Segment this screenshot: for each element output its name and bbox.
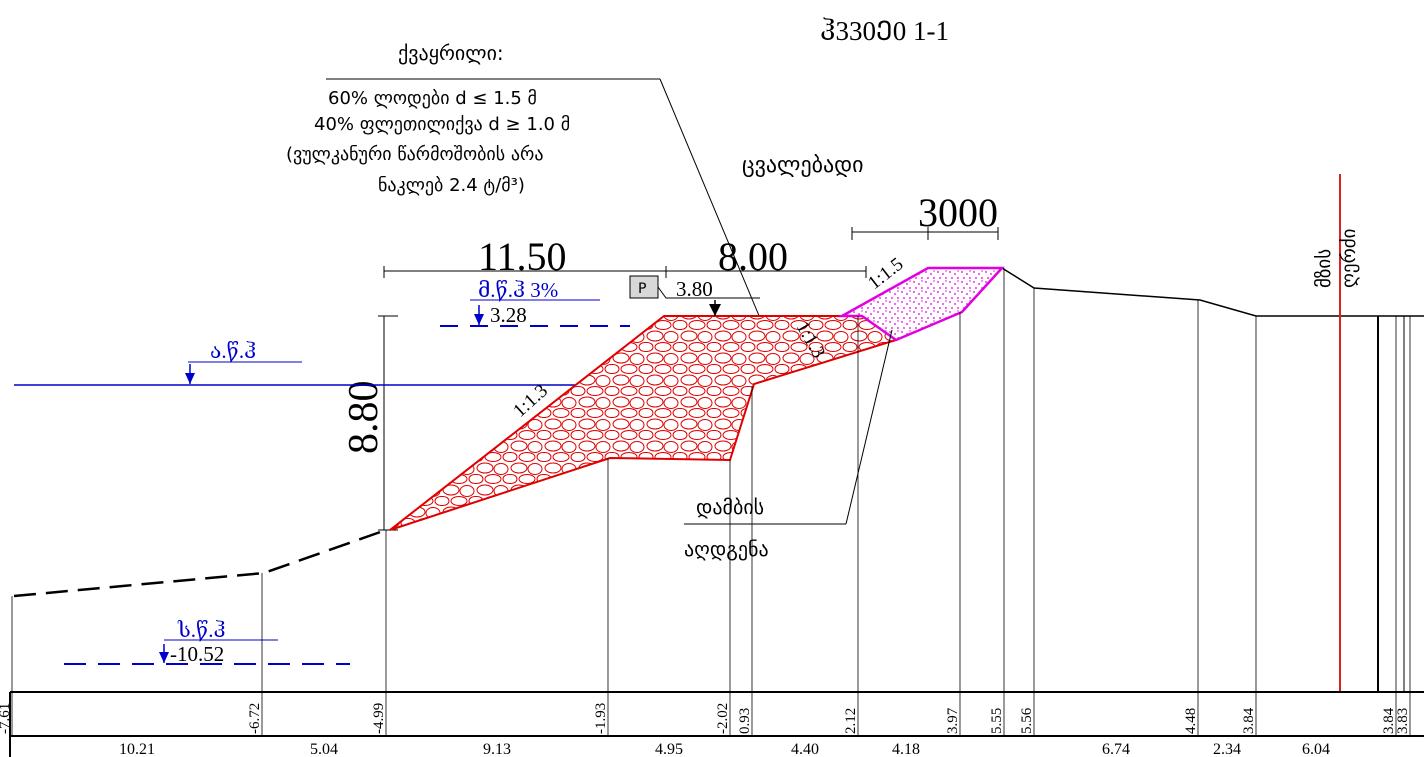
hwl-label: მ.წ.ჰ 3% (478, 278, 558, 302)
elevation-label: 3.97 (945, 707, 961, 734)
low-water-level: ს.წ.ჰ -10.52 (64, 618, 350, 666)
material-line-3: (ვულკანური წარმოშობის არა (286, 144, 543, 165)
section-title: ჰ330Ე0 1-1 (820, 16, 949, 46)
fill-width-dimension: 3000 (851, 190, 999, 240)
elevation-label: 3.83 (1395, 708, 1411, 734)
distance-label: 5.04 (310, 741, 338, 757)
crest-marker: P 3.80 (629, 275, 760, 316)
elevation-label: -1.93 (593, 703, 609, 734)
distance-label: 4.18 (892, 741, 920, 757)
elevation-label: 2.12 (843, 708, 859, 734)
elevation-label: 4.48 (1183, 708, 1199, 734)
ground-profile (13, 267, 1424, 598)
distance-label: 6.04 (1302, 741, 1330, 757)
restoration-note: დამბის აღდგენა (684, 329, 893, 561)
elevation-label: 0.93 (737, 708, 753, 734)
material-line-2: 40% ფლეთილიქვა d ≥ 1.0 მ (314, 114, 570, 135)
existing-ground-right (1001, 267, 1424, 317)
elevation-label: 3.84 (1241, 707, 1257, 734)
main-width-value: 11.50 (478, 234, 567, 279)
material-note: ქვაყრილი: 60% ლოდები d ≤ 1.5 მ 40% ფლეთი… (286, 41, 771, 343)
axis-label-1: მზის (1313, 249, 1335, 288)
top-width-dimension: 11.50 8.00 (383, 234, 867, 279)
material-heading: ქვაყრილი: (398, 41, 504, 65)
restoration-leader (845, 329, 893, 525)
existing-ground-dashed (13, 528, 387, 598)
mwl-label: ა.წ.ჰ (210, 339, 256, 363)
fill-body (837, 266, 1005, 342)
distance-label: 4.95 (655, 741, 683, 757)
axis-label-2: ღერძი (1338, 229, 1360, 288)
rock-embankment: 1:1.3 1:1.3 (389, 315, 899, 531)
axis-marker: მზის ღერძი (1313, 174, 1405, 692)
hwl-value: 3.28 (490, 303, 527, 327)
distance-label: 10.21 (119, 741, 155, 757)
crest-elevation: 3.80 (676, 277, 713, 301)
restoration-line-2: აღდგენა (684, 537, 769, 561)
high-water-level: მ.წ.ჰ 3% 3.28 (440, 278, 630, 327)
distance-label: 6.74 (1102, 741, 1130, 757)
distance-label: 4.40 (791, 741, 819, 757)
station-lines (11, 268, 1411, 736)
height-dimension: 8.80 (341, 315, 398, 531)
lwl-value: -10.52 (170, 642, 224, 666)
crest-arrow-head (709, 304, 721, 316)
elevation-label: -6.72 (247, 703, 263, 734)
lwl-arrow-head (159, 652, 169, 663)
elevation-label: -4.99 (371, 703, 387, 734)
profile-table: -7.61 -6.72 -4.99 -1.93 -2.02 0.93 2.12 3.97 5.5… (0, 268, 1424, 757)
distance-label: 2.34 (1213, 741, 1241, 757)
mwl-arrow-head (185, 373, 195, 384)
elevation-label: 5.55 (989, 708, 1005, 734)
distance-label: 9.13 (483, 741, 511, 757)
fill-width-value: 3000 (918, 190, 998, 235)
p-marker-label: P (638, 281, 646, 297)
embankment-body (389, 315, 899, 531)
crest-width-value: 8.00 (718, 234, 788, 279)
elevation-label: 5.56 (1019, 707, 1035, 734)
crest-leader (657, 286, 760, 299)
distance-labels: 10.21 5.04 9.13 4.95 4.40 4.18 6.74 2.34 6.04 (119, 741, 1330, 757)
elevation-label: -7.61 (0, 703, 13, 734)
lwl-label: ს.წ.ჰ (177, 618, 225, 642)
hwl-arrow-head (474, 314, 484, 325)
material-line-4: ნაკლებ 2.4 ტ/მ³) (378, 175, 525, 196)
elevation-labels: -7.61 -6.72 -4.99 -1.93 -2.02 0.93 2.12 3.97 5.5… (0, 703, 1411, 734)
variable-label: ცვალებადი (742, 153, 864, 178)
elevation-label: -2.02 (715, 703, 731, 734)
height-value: 8.80 (341, 381, 387, 455)
elevation-label: 3.84 (1381, 707, 1397, 734)
material-line-1: 60% ლოდები d ≤ 1.5 მ (328, 88, 537, 109)
